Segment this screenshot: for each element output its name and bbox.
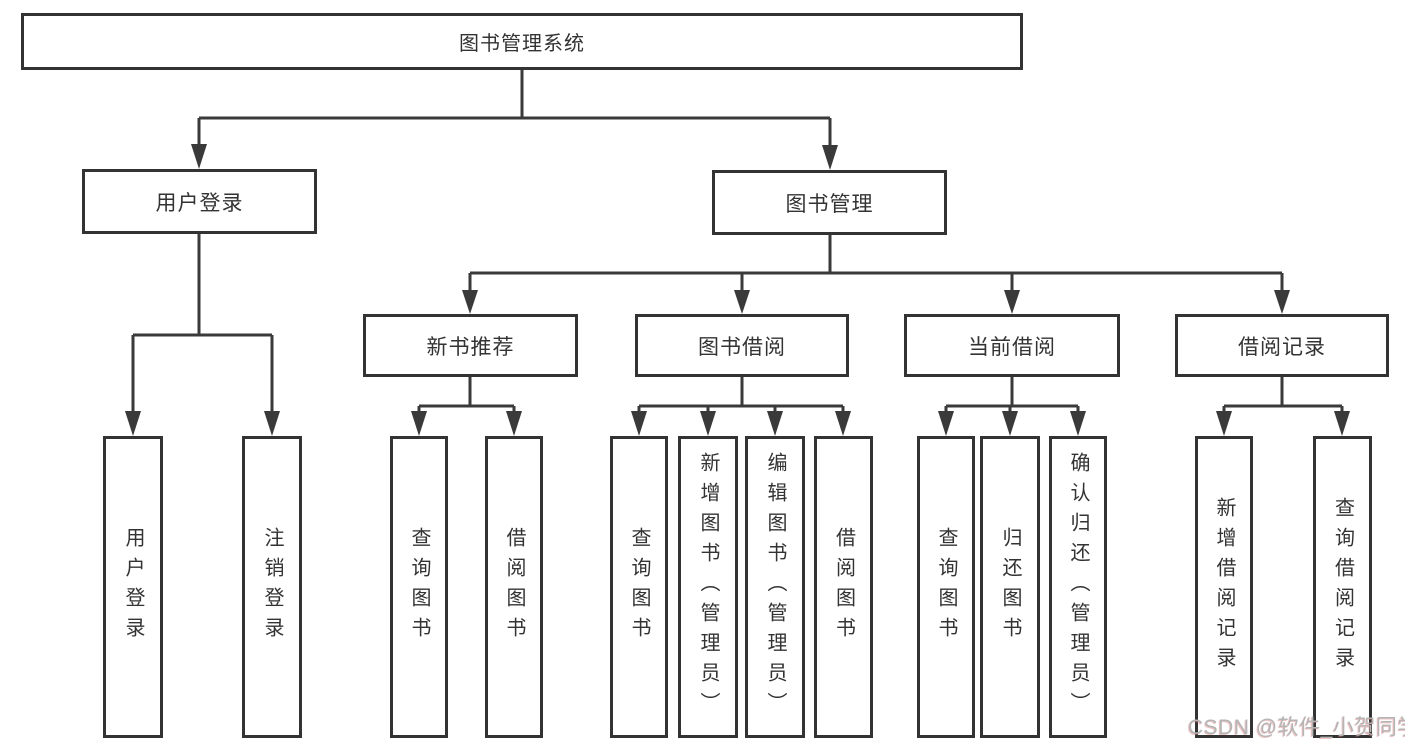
leaf-borrow-book: 借阅图书 [814, 436, 873, 738]
csdn-watermark: CSDN @软件_小贺同学 [1188, 716, 1405, 739]
leaf-add-borrow-record: 新增借阅记录 [1195, 436, 1253, 738]
node-book-management: 图书管理 [712, 170, 947, 235]
connector-borrow-record-children [1216, 377, 1350, 436]
connector-new-book-rec-children [411, 377, 522, 436]
node-library-management-system: 图书管理系统 [21, 13, 1023, 70]
node-book-borrow: 图书借阅 [635, 314, 849, 377]
leaf-query-borrow-record: 查询借阅记录 [1313, 436, 1372, 738]
connector-book-borrow-children [631, 377, 851, 436]
leaf-return-book: 归还图书 [980, 436, 1040, 738]
leaf-add-book-admin: 新增图书（管理员） [678, 436, 738, 738]
leaf-confirm-return-admin: 确认归还（管理员） [1049, 436, 1107, 738]
leaf-logout: 注销登录 [242, 436, 302, 738]
leaf-user-login: 用户登录 [103, 436, 163, 738]
node-borrow-record: 借阅记录 [1175, 314, 1389, 377]
leaf-recommend-borrow-book: 借阅图书 [485, 436, 543, 738]
connector-root-to-level2 [191, 70, 838, 170]
leaf-current-query-book: 查询图书 [917, 436, 975, 738]
connector-user-login-children [125, 234, 280, 436]
leaf-edit-book-admin: 编辑图书（管理员） [745, 436, 805, 738]
connector-book-mgmt-children [462, 235, 1290, 314]
leaf-borrow-query-book: 查询图书 [610, 436, 668, 738]
connector-current-borrow-children [938, 377, 1086, 436]
node-current-borrow: 当前借阅 [904, 314, 1120, 377]
node-new-book-recommend: 新书推荐 [363, 314, 578, 377]
node-user-login: 用户登录 [82, 169, 317, 234]
leaf-recommend-query-book: 查询图书 [390, 436, 448, 738]
